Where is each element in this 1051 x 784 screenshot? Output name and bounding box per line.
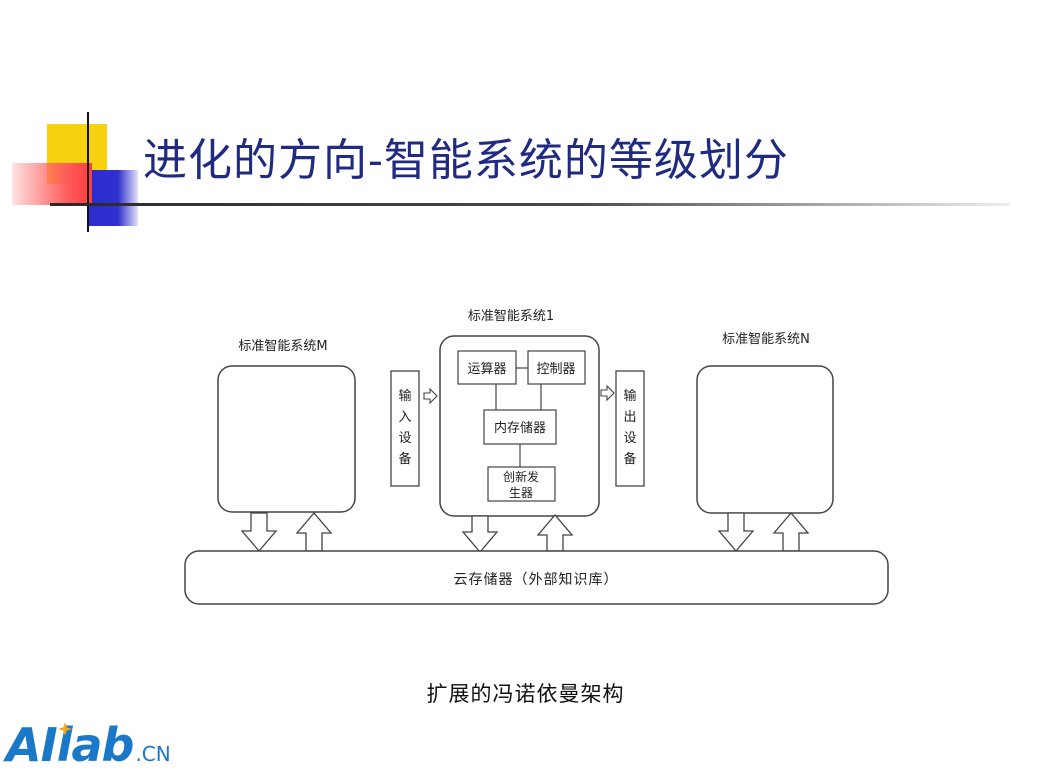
innovation-box <box>487 466 556 502</box>
title-underline <box>50 203 1010 206</box>
arrow-down-n-icon <box>717 512 755 553</box>
input-device-char-2: 入 <box>398 410 411 425</box>
arrow-up-n-icon <box>772 511 810 552</box>
deco-blue-square <box>88 170 138 226</box>
input-device-box <box>390 370 420 487</box>
innovation-label-line2: 生器 <box>509 486 533 500</box>
output-device-char-3: 设 <box>623 431 636 446</box>
arrow-down-1-icon <box>461 515 499 554</box>
input-device-char-1: 输 <box>398 388 411 404</box>
ailab-logo: AIlab.CN <box>6 718 171 772</box>
input-device-char-3: 设 <box>398 431 411 446</box>
system-1-label: 标准智能系统1 <box>468 309 554 324</box>
input-device-char-4: 备 <box>398 451 411 467</box>
cloud-storage-label: 云存储器（外部知识库） <box>454 571 619 588</box>
deco-vertical-line <box>87 112 89 232</box>
output-device-box <box>615 370 645 487</box>
arrow-up-m-icon <box>295 511 333 552</box>
input-arrow-icon <box>423 387 438 405</box>
diagram-caption: 扩展的冯诺依曼架构 <box>426 682 625 706</box>
output-device-char-4: 备 <box>623 451 636 467</box>
alu-label: 运算器 <box>467 362 506 377</box>
logo-suffix: .CN <box>135 742 171 766</box>
system-m-box <box>217 365 356 513</box>
slide-title: 进化的方向-智能系统的等级划分 <box>143 135 789 186</box>
system-n-label: 标准智能系统N <box>722 332 810 347</box>
logo-brand: AIlab <box>6 718 134 772</box>
memory-box <box>483 409 557 445</box>
controller-label: 控制器 <box>536 362 575 377</box>
output-device-char-1: 输 <box>623 388 636 404</box>
alu-box <box>457 350 517 385</box>
arrow-up-1-icon <box>536 513 574 552</box>
controller-box <box>527 350 586 385</box>
memory-label: 内存储器 <box>494 420 546 436</box>
logo-star-icon <box>58 722 72 736</box>
cloud-storage-box <box>184 550 889 605</box>
system-n-box <box>696 365 834 514</box>
deco-red-square <box>12 163 92 205</box>
innovation-label-line1: 创新发 <box>503 469 539 484</box>
output-device-char-2: 出 <box>623 410 636 425</box>
arrow-down-m-icon <box>240 512 278 553</box>
output-arrow-icon <box>600 384 615 402</box>
system-m-label: 标准智能系统M <box>238 339 327 354</box>
